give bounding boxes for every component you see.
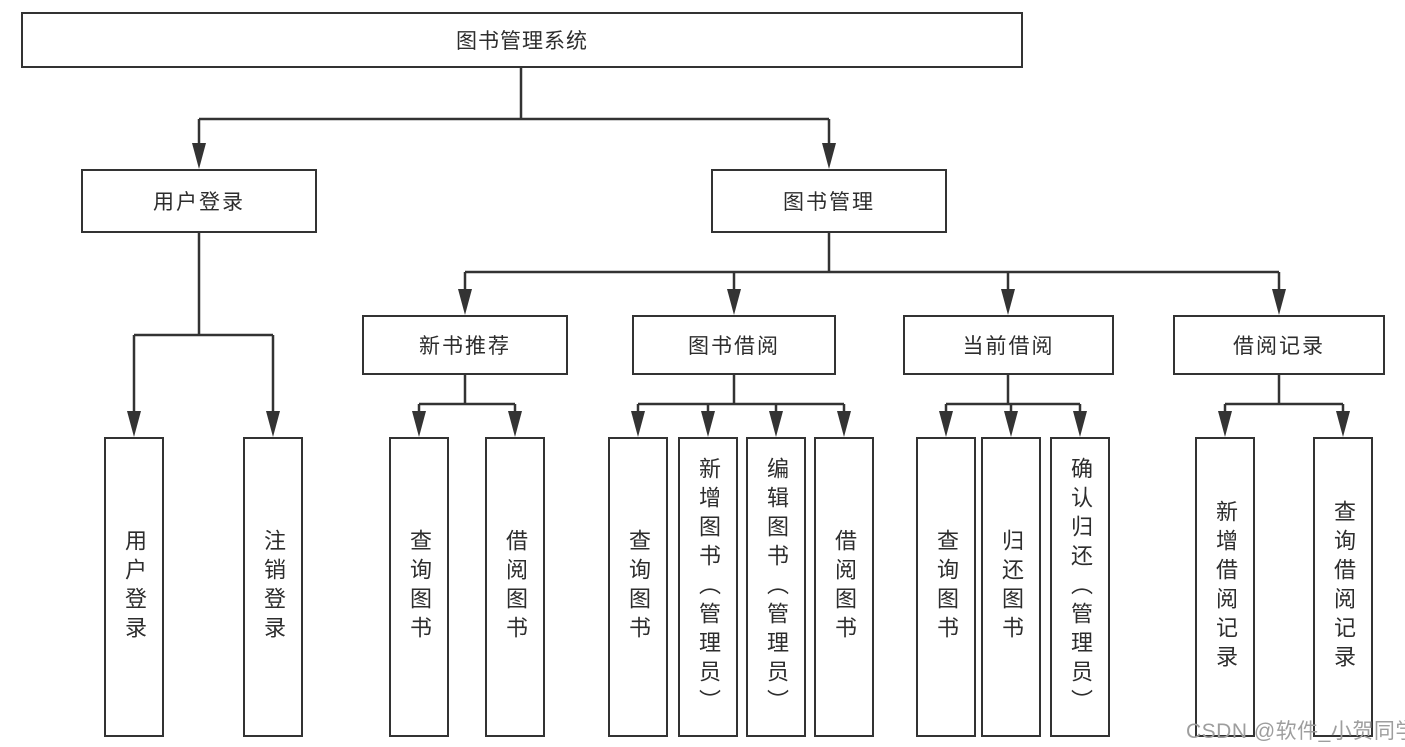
arrowhead xyxy=(412,411,426,437)
arrowhead xyxy=(1004,411,1018,437)
node-book-management: 图书管理 xyxy=(711,169,947,233)
connector-path xyxy=(132,233,275,414)
node-borrowing-records-label: 借阅记录 xyxy=(1233,335,1325,358)
leaf-query-books-borrowing: 查询图书 xyxy=(608,437,668,737)
connector-path xyxy=(1223,375,1345,414)
connector-book-management-to-level3 xyxy=(458,233,1286,315)
node-book-borrowing: 图书借阅 xyxy=(632,315,836,375)
arrowhead xyxy=(127,411,141,437)
arrowhead xyxy=(769,411,783,437)
leaf-query-books-recommend-label: 查询图书 xyxy=(407,529,432,645)
leaf-edit-books-admin-label: 编辑图书（管理员） xyxy=(764,456,789,718)
node-user-login: 用户登录 xyxy=(81,169,317,233)
node-book-management-label: 图书管理 xyxy=(783,191,875,214)
leaf-add-books-admin: 新增图书（管理员） xyxy=(678,437,738,737)
leaf-query-books-recommend: 查询图书 xyxy=(389,437,449,737)
leaf-logout: 注销登录 xyxy=(243,437,303,737)
node-book-management-system-label: 图书管理系统 xyxy=(456,30,588,53)
leaf-add-books-admin-label: 新增图书（管理员） xyxy=(696,456,721,718)
leaf-borrow-books-label: 借阅图书 xyxy=(832,529,857,645)
leaf-query-borrow-record: 查询借阅记录 xyxy=(1313,437,1373,737)
arrowhead xyxy=(631,411,645,437)
connector-path xyxy=(417,375,517,414)
arrowhead xyxy=(1073,411,1087,437)
node-current-borrowing-label: 当前借阅 xyxy=(962,335,1055,358)
arrowhead xyxy=(458,289,472,315)
arrowhead xyxy=(701,411,715,437)
node-new-book-recommend: 新书推荐 xyxy=(362,315,568,375)
arrowhead xyxy=(727,289,741,315)
connector-path xyxy=(636,375,846,414)
arrowhead xyxy=(822,143,836,169)
arrowhead xyxy=(939,411,953,437)
arrowhead xyxy=(1336,411,1350,437)
connector-current-borrow-to-leaves xyxy=(939,375,1087,437)
leaf-user-login: 用户登录 xyxy=(104,437,164,737)
connector-root-to-level2 xyxy=(192,67,836,169)
connector-path xyxy=(944,375,1082,414)
leaf-borrow-books-recommend-label: 借阅图书 xyxy=(503,529,528,645)
node-book-borrowing-label: 图书借阅 xyxy=(688,335,780,358)
arrowhead xyxy=(1272,289,1286,315)
csdn-watermark: CSDN @软件_小贺同学 xyxy=(1186,720,1405,743)
leaf-user-login-label: 用户登录 xyxy=(122,529,147,645)
node-user-login-label: 用户登录 xyxy=(153,191,245,214)
node-borrowing-records: 借阅记录 xyxy=(1173,315,1385,375)
leaf-borrow-books-recommend: 借阅图书 xyxy=(485,437,545,737)
leaf-borrow-books: 借阅图书 xyxy=(814,437,874,737)
leaf-add-borrow-record: 新增借阅记录 xyxy=(1195,437,1255,737)
arrowhead xyxy=(837,411,851,437)
leaf-logout-label: 注销登录 xyxy=(261,529,286,645)
connector-user-login-to-leaves xyxy=(127,233,280,437)
connector-path xyxy=(463,233,1281,292)
leaf-return-books-label: 归还图书 xyxy=(999,529,1024,645)
leaf-query-books-current-label: 查询图书 xyxy=(934,529,959,645)
leaf-confirm-return-admin-label: 确认归还（管理员） xyxy=(1068,456,1093,718)
arrowhead xyxy=(1218,411,1232,437)
arrowhead xyxy=(192,143,206,169)
connector-borrow-records-to-leaves xyxy=(1218,375,1350,437)
node-current-borrowing: 当前借阅 xyxy=(903,315,1114,375)
connector-path xyxy=(197,67,831,146)
connector-book-borrow-to-leaves xyxy=(631,375,851,437)
leaf-confirm-return-admin: 确认归还（管理员） xyxy=(1050,437,1110,737)
connector-new-book-to-leaves xyxy=(412,375,522,437)
arrowhead xyxy=(508,411,522,437)
leaf-query-borrow-record-label: 查询借阅记录 xyxy=(1331,500,1356,674)
leaf-query-books-borrowing-label: 查询图书 xyxy=(626,529,651,645)
arrowhead xyxy=(266,411,280,437)
leaf-edit-books-admin: 编辑图书（管理员） xyxy=(746,437,806,737)
node-new-book-recommend-label: 新书推荐 xyxy=(419,335,511,358)
leaf-query-books-current: 查询图书 xyxy=(916,437,976,737)
leaf-add-borrow-record-label: 新增借阅记录 xyxy=(1213,500,1238,674)
arrowhead xyxy=(1001,289,1015,315)
node-book-management-system: 图书管理系统 xyxy=(21,12,1023,68)
leaf-return-books: 归还图书 xyxy=(981,437,1041,737)
